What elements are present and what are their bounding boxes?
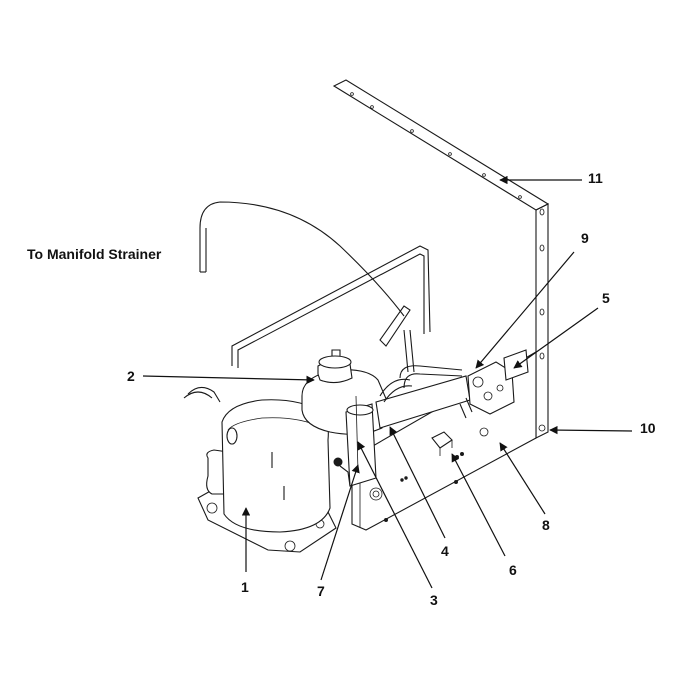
callout-7: 7 — [317, 583, 325, 599]
callout-8: 8 — [542, 517, 550, 533]
callout-9: 9 — [581, 230, 589, 246]
callout-leaders — [142, 175, 633, 589]
callout-11: 11 — [588, 170, 603, 186]
callout-3: 3 — [430, 592, 438, 608]
callout-1: 1 — [241, 579, 249, 595]
callout-5: 5 — [602, 290, 610, 306]
callout-6: 6 — [509, 562, 517, 578]
callout-2: 2 — [127, 368, 135, 384]
callout-10: 10 — [640, 420, 656, 436]
manifold-strainer-note: To Manifold Strainer — [27, 246, 162, 262]
callout-4: 4 — [441, 543, 449, 559]
receiver-assembly — [301, 349, 471, 487]
refrigerant-tubing — [199, 201, 463, 403]
compressor — [183, 386, 337, 553]
